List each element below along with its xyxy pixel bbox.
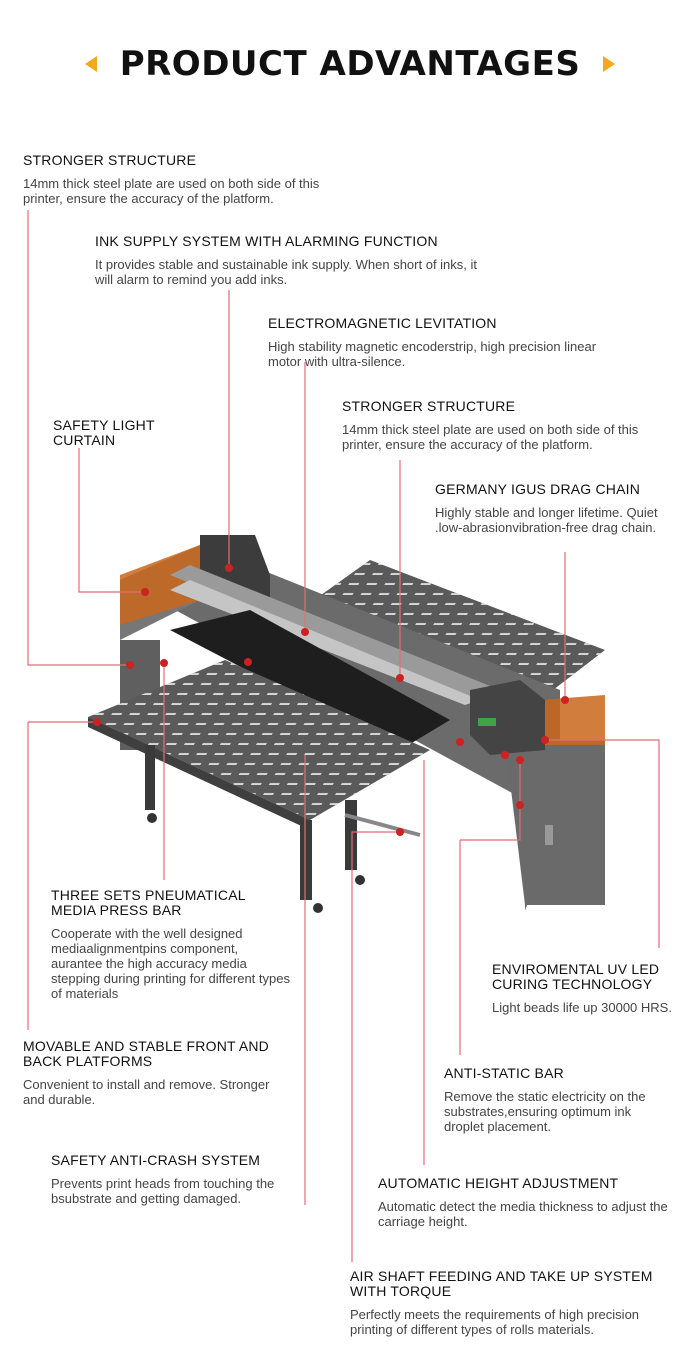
feature-electromagnetic: ELECTROMAGNETIC LEVITATION High stabilit… [268, 315, 618, 370]
feature-description: Light beads life up 30000 HRS. [492, 1000, 672, 1015]
leg [345, 800, 357, 870]
feature-description: Cooperate with the well designed mediaal… [51, 926, 290, 1001]
gantry-beam [170, 565, 500, 700]
feature-platforms: MOVABLE AND STABLE FRONT AND BACK PLATFO… [23, 1038, 273, 1108]
feature-heading: ANTI-STATIC BAR [444, 1065, 564, 1081]
print-bed [170, 610, 450, 750]
feature-description: 14mm thick steel plate are used on both … [342, 422, 639, 452]
arrow-right-icon [602, 56, 615, 72]
feature-heading: AUTOMATIC HEIGHT ADJUSTMENT [378, 1175, 619, 1191]
feature-heading: MOVABLE AND STABLE FRONT AND BACK PLATFO… [23, 1038, 269, 1069]
feature-heading: AIR SHAFT FEEDING AND TAKE UP SYSTEM WIT… [350, 1268, 653, 1299]
feature-heading: STRONGER STRUCTURE [23, 152, 197, 168]
feature-air-shaft: AIR SHAFT FEEDING AND TAKE UP SYSTEM WIT… [350, 1268, 680, 1338]
feature-description: Perfectly meets the requirements of high… [350, 1307, 640, 1337]
feature-heading: SAFETY ANTI-CRASH SYSTEM [51, 1152, 261, 1168]
safety-cover-right [540, 695, 605, 745]
feature-description: Highly stable and longer lifetime. Quiet… [435, 505, 658, 535]
feature-igus: GERMANY IGUS DRAG CHAIN Highly stable an… [435, 481, 675, 536]
feature-stronger-structure-2: STRONGER STRUCTURE 14mm thick steel plat… [342, 398, 672, 453]
feature-description: Prevents print heads from touching the b… [51, 1176, 275, 1206]
feature-heading: THREE SETS PNEUMATICAL MEDIA PRESS BAR [51, 887, 246, 918]
feature-description: 14mm thick steel plate are used on both … [23, 176, 320, 206]
page-title: PRODUCT ADVANTAGES [119, 44, 581, 84]
feature-uv-led: ENVIROMENTAL UV LED CURING TECHNOLOGY Li… [492, 961, 692, 1016]
feature-description: High stability magnetic encoderstrip, hi… [268, 339, 597, 369]
feature-anti-static: ANTI-STATIC BAR Remove the static electr… [444, 1065, 664, 1135]
feature-description: It provides stable and sustainable ink s… [95, 257, 478, 287]
air-shaft [344, 813, 421, 837]
feature-heading: STRONGER STRUCTURE [342, 398, 516, 414]
feature-stronger-structure-1: STRONGER STRUCTURE 14mm thick steel plat… [23, 152, 353, 207]
leg [300, 820, 312, 900]
feature-description: Convenient to install and remove. Strong… [23, 1077, 270, 1107]
callout-markers [93, 564, 569, 836]
feature-description: Automatic detect the media thickness to … [378, 1199, 668, 1229]
feature-safety-light: SAFETY LIGHT CURTAIN [53, 418, 183, 448]
callout-lines [27, 210, 660, 1262]
carriage [470, 680, 545, 755]
safety-cover-left [120, 545, 200, 625]
arrow-left-icon [85, 56, 98, 72]
right-cabinet [505, 740, 605, 905]
feature-height-adjust: AUTOMATIC HEIGHT ADJUSTMENT Automatic de… [378, 1175, 668, 1230]
page-header: PRODUCT ADVANTAGES [0, 44, 700, 84]
feature-pneumatic: THREE SETS PNEUMATICAL MEDIA PRESS BAR C… [51, 887, 291, 1002]
feature-heading: GERMANY IGUS DRAG CHAIN [435, 481, 641, 497]
leg [145, 745, 155, 810]
feature-heading: ENVIROMENTAL UV LED CURING TECHNOLOGY [492, 961, 660, 992]
feature-anti-crash: SAFETY ANTI-CRASH SYSTEM Prevents print … [51, 1152, 321, 1207]
feature-heading: SAFETY LIGHT CURTAIN [53, 417, 155, 448]
feature-ink-supply: INK SUPPLY SYSTEM WITH ALARMING FUNCTION… [95, 233, 485, 288]
feature-heading: ELECTROMAGNETIC LEVITATION [268, 315, 497, 331]
feature-description: Remove the static electricity on the sub… [444, 1089, 646, 1134]
feature-heading: INK SUPPLY SYSTEM WITH ALARMING FUNCTION [95, 233, 438, 249]
